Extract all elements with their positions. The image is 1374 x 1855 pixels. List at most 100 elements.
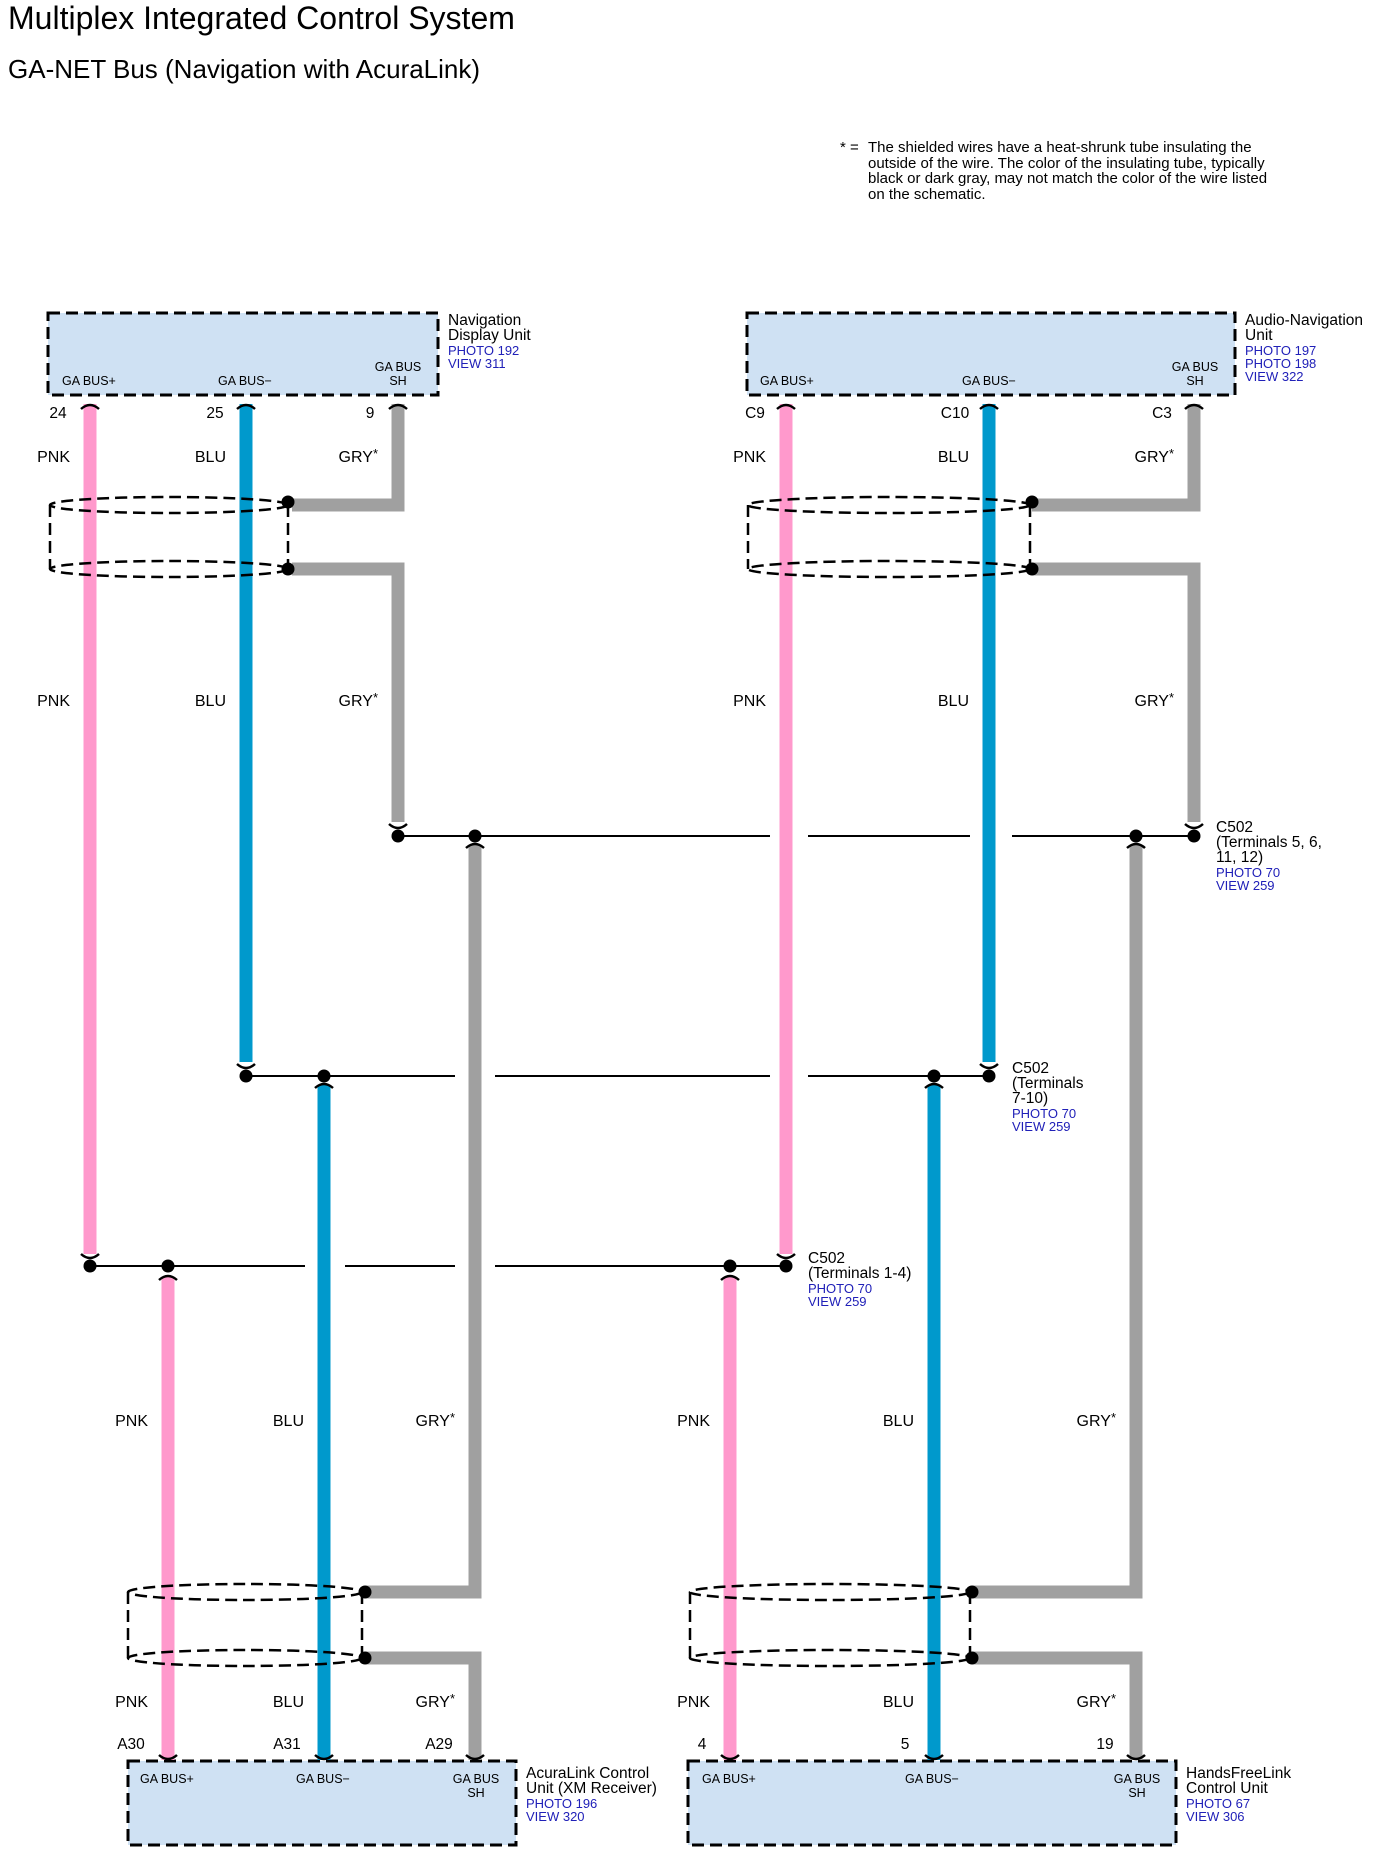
wire-label-blu: BLU [195,449,226,466]
handsfree-pin-5: 5 [901,1736,910,1753]
c502-sh-dot [1129,829,1143,843]
wire-label-gry: GRY* [1077,1691,1116,1711]
pin-cap-top [1184,403,1204,410]
pin-cap-bottom [924,1754,944,1761]
wire-label-gry: GRY* [416,1691,455,1711]
c502-sh-dot [391,829,405,843]
wire-label-pnk: PNK [115,1413,148,1430]
c502-minus-dot [317,1069,331,1083]
audio-nav-ref-3: VIEW 322 [1245,369,1304,384]
note-marker: * = [840,139,859,156]
handsfree-name-1: HandsFreeLink [1186,1765,1291,1782]
c502-minus-ref-2: VIEW 259 [1012,1119,1071,1134]
nav-pin-label-minus: GA BUS− [218,374,272,388]
pin-cap-top [776,403,796,410]
c502-plus-dot [161,1259,175,1273]
c502-sh-cap [1184,823,1204,830]
pin-cap-top [979,403,999,410]
wire-label-blu: BLU [938,693,969,710]
wire-label-gry: GRY* [1135,446,1174,466]
gry-wire-acuralink-upper [365,845,482,1599]
c502-sh-cap [388,823,408,830]
gry-wire-acuralink-bottom [365,1651,482,1760]
wire-label-pnk: PNK [37,693,70,710]
pin-cap-bottom [720,1754,740,1761]
handsfree-pin-label-sh-1: GA BUS [1114,1772,1161,1786]
shield-drain-dot [281,562,295,576]
audio-pin-c10: C10 [941,405,970,422]
handsfree-pin-label-sh-2: SH [1128,1786,1145,1800]
gry-wire-audio-top [1032,404,1201,512]
wire-label-pnk: PNK [677,1694,710,1711]
c502-minus-line-1: C502 [1012,1060,1049,1077]
c502-minus-line-3: 7-10) [1012,1090,1048,1107]
acuralink-ref-2: VIEW 320 [526,1809,585,1824]
c502-minus-cap [314,1082,334,1089]
c502-sh-cap [1126,842,1146,849]
nav-display-name-1: Navigation [448,312,521,329]
wire-label-blu: BLU [938,449,969,466]
c502-plus-line-1: C502 [808,1250,845,1267]
wire-label-pnk: PNK [733,449,766,466]
audio-nav-ref-1: PHOTO 197 [1245,343,1316,358]
acuralink-pin-a30: A30 [117,1736,145,1753]
c502-minus-cap [924,1082,944,1089]
nav-pin-label-plus: GA BUS+ [62,374,116,388]
acuralink-pin-a31: A31 [273,1736,301,1753]
c502-plus-cap [776,1253,796,1260]
note-text: The shielded wires have a heat-shrunk tu… [868,139,1268,203]
handsfree-ref-2: VIEW 306 [1186,1809,1245,1824]
acuralink-pin-label-plus: GA BUS+ [140,1772,194,1786]
pin-cap-bottom [1126,1754,1146,1761]
wire-label-gry: GRY* [416,1410,455,1430]
page-title: Multiplex Integrated Control System [8,0,515,36]
pin-cap-bottom [465,1754,485,1761]
wire-label-gry: GRY* [339,446,378,466]
pin-cap-top [236,403,256,410]
shield-drain-dot [1025,562,1039,576]
handsfree-pin-19: 19 [1096,1736,1113,1753]
c502-sh-dot [468,829,482,843]
wire-label-blu: BLU [195,693,226,710]
gry-wire-handsfree-upper [972,845,1143,1599]
acuralink-name-1: AcuraLink Control [526,1765,649,1782]
c502-plus-cap [80,1253,100,1260]
wire-label-gry: GRY* [1135,690,1174,710]
handsfree-pin-label-plus: GA BUS+ [702,1772,756,1786]
wire-layer: PNK PNK BLU BLU GRY* GRY* PNK PNK BLU BLU GRY* GRY*… [37,403,1204,1761]
gry-wire-nav-lower [292,562,405,822]
c502-minus-dot [927,1069,941,1083]
nav-pin-24: 24 [49,405,67,422]
wire-label-pnk: PNK [677,1413,710,1430]
audio-pin-c3: C3 [1152,405,1172,422]
nav-pin-9: 9 [366,405,375,422]
handsfree-pin-4: 4 [698,1736,707,1753]
acuralink-name-2: Unit (XM Receiver) [526,1780,657,1797]
audio-pin-label-sh-2: SH [1186,374,1203,388]
shield-drain-dot [965,1585,979,1599]
c502-plus-line-2: (Terminals 1-4) [808,1265,911,1282]
audio-pin-label-sh-1: GA BUS [1172,360,1219,374]
c502-minus-cap [236,1063,256,1070]
nav-display-ref-2: VIEW 311 [448,356,506,371]
c502-minus-ref-1: PHOTO 70 [1012,1106,1076,1121]
c502-minus-dot [239,1069,253,1083]
shield-drain-dot [358,1651,372,1665]
audio-nav-ref-2: PHOTO 198 [1245,356,1316,371]
wire-label-gry: GRY* [339,690,378,710]
c502-sh-line-2: (Terminals 5, 6, [1216,834,1322,851]
shield-drain-dot [1025,495,1039,509]
pin-cap-bottom [314,1754,334,1761]
acuralink-unit-box [126,1759,518,1847]
handsfree-ref-1: PHOTO 67 [1186,1796,1250,1811]
pin-cap-top [80,403,100,410]
handsfree-name-2: Control Unit [1186,1780,1269,1797]
nav-pin-label-sh-2: SH [389,374,406,388]
acuralink-pin-a29: A29 [425,1736,453,1753]
wire-label-pnk: PNK [733,693,766,710]
c502-plus-dot [779,1259,793,1273]
gry-wire-handsfree-bottom [972,1651,1143,1760]
c502-sh-ref-2: VIEW 259 [1216,878,1275,893]
c502-plus-ref-2: VIEW 259 [808,1294,867,1309]
